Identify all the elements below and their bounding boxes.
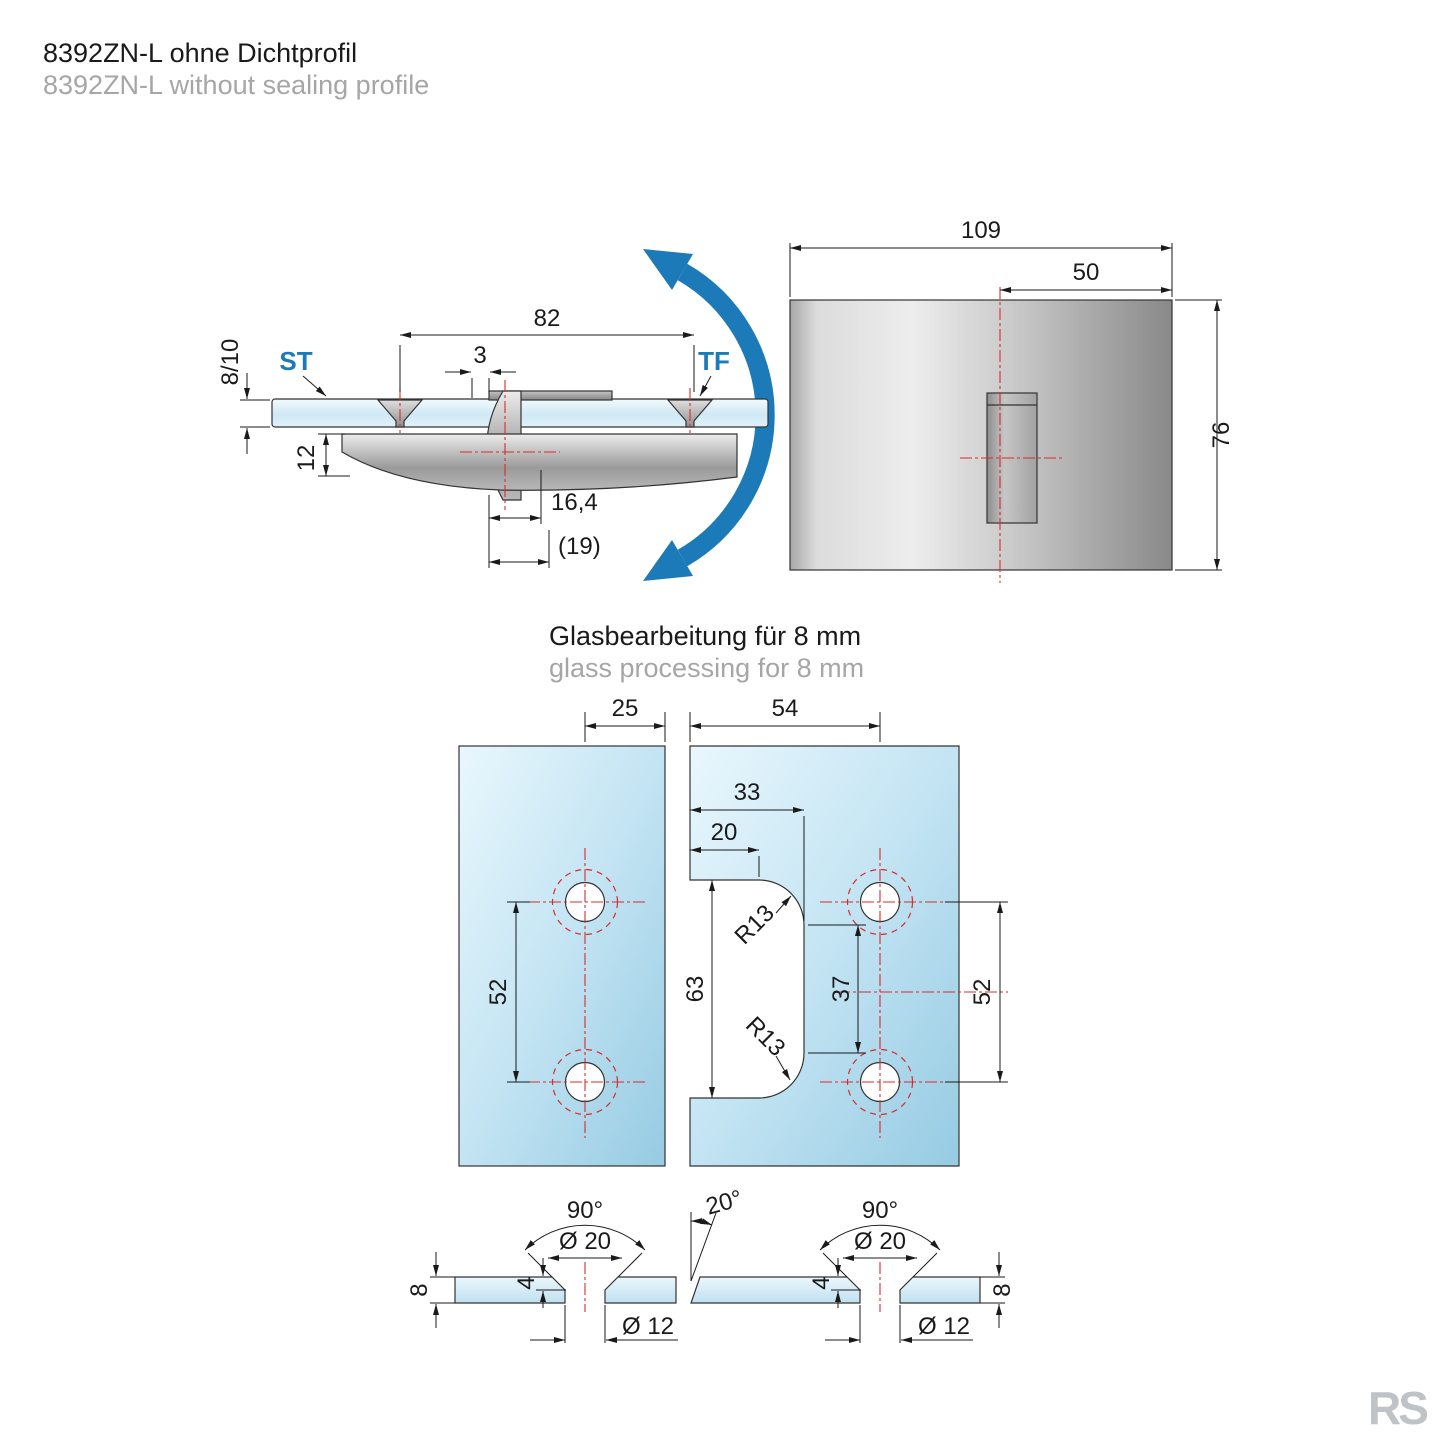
dimension-33: 33 <box>690 779 805 921</box>
angle-90-left-label: 90° <box>567 1197 603 1224</box>
section-title-de: Glasbearbeitung für 8 mm <box>549 621 861 651</box>
dimension-3: 3 <box>445 342 516 398</box>
side-view: 82 3 ST TF 8/10 12 <box>217 249 775 581</box>
dimension-37: 37 <box>808 924 866 1054</box>
glass-processing-title: Glasbearbeitung für 8 mm glass processin… <box>549 621 864 683</box>
dimension-63: 63 <box>682 880 715 1098</box>
dim-33-label: 33 <box>734 779 761 806</box>
dimension-19: (19) <box>489 530 601 568</box>
thickness-8-left-label: 8 <box>406 1283 433 1296</box>
glass-strip-left-b <box>604 1276 677 1304</box>
dimension-76: 76 <box>1175 299 1235 571</box>
r13-bottom-label: R13 <box>740 1012 790 1062</box>
rotation-arrow-head-top <box>643 249 693 290</box>
dim-37-label: 37 <box>828 976 855 1003</box>
dimension-20: 20 <box>690 819 760 877</box>
radius-top: R13 <box>730 895 792 950</box>
label-tf: TF <box>698 346 730 376</box>
dia-12-left: Ø 12 <box>530 1305 678 1343</box>
st-leader <box>302 375 327 397</box>
dimension-82: 82 <box>399 305 695 392</box>
glass-panel-left <box>458 745 666 1167</box>
hinge-plate-side <box>341 433 738 491</box>
dim-16-4-label: 16,4 <box>551 489 598 516</box>
dia-12-right: Ø 12 <box>825 1305 973 1343</box>
depth-4-right: 4 <box>808 1258 861 1308</box>
angle-20-label: 20° <box>703 1185 745 1220</box>
glass-processing-drawing: 25 54 33 20 52 63 <box>458 695 1008 1167</box>
radius-bottom: R13 <box>740 1012 791 1081</box>
dim-12-label: 12 <box>293 445 320 472</box>
label-st: ST <box>279 346 312 376</box>
dim-52-right-label: 52 <box>969 979 996 1006</box>
angle-90-right-label: 90° <box>862 1197 898 1224</box>
dia-12-left-label: Ø 12 <box>622 1313 674 1340</box>
section-title-en: glass processing for 8 mm <box>549 653 864 683</box>
glass-panel-right <box>689 745 960 1167</box>
rs-logo: RS <box>1368 1382 1427 1434</box>
dim-20-label: 20 <box>711 819 738 846</box>
glass-strip-right-b <box>899 1276 981 1304</box>
dimension-25: 25 <box>584 695 666 742</box>
glass-strip-right-a <box>690 1276 861 1304</box>
dimension-50: 50 <box>1000 259 1172 293</box>
thickness-8-right: 8 <box>980 1252 1016 1328</box>
hinge-top-plate <box>488 390 613 401</box>
page-title-de: 8392ZN-L ohne Dichtprofil <box>43 38 357 68</box>
thickness-8-right-label: 8 <box>989 1283 1016 1296</box>
dimension-52-left: 52 <box>485 901 530 1083</box>
angle-90-right: 90° Ø 20 <box>819 1197 941 1278</box>
depth-4-left: 4 <box>513 1258 566 1308</box>
dim-50-label: 50 <box>1073 259 1100 286</box>
front-view: 109 50 76 <box>789 217 1235 583</box>
dimension-12: 12 <box>293 433 350 477</box>
dia-20-left-label: Ø 20 <box>559 1228 611 1255</box>
glass-strip-left-a <box>454 1276 566 1304</box>
page-title-en: 8392ZN-L without sealing profile <box>43 70 429 100</box>
dimension-109: 109 <box>789 217 1173 297</box>
dim-76-label: 76 <box>1208 422 1235 449</box>
dim-3-label: 3 <box>473 342 486 369</box>
dimension-54: 54 <box>689 695 881 742</box>
dim-8-10-label: 8/10 <box>217 339 244 386</box>
dim-52-left-label: 52 <box>485 979 512 1006</box>
dia-12-right-label: Ø 12 <box>918 1313 970 1340</box>
header: 8392ZN-L ohne Dichtprofil 8392ZN-L witho… <box>43 38 429 100</box>
depth-4-left-label: 4 <box>513 1276 540 1289</box>
dimension-16-4: 16,4 <box>488 470 598 568</box>
dimension-52-right: 52 <box>945 901 1008 1083</box>
dim-19-label: (19) <box>558 533 601 560</box>
dia-20-right-label: Ø 20 <box>854 1228 906 1255</box>
thickness-8-left: 8 <box>406 1252 455 1328</box>
rotation-arrow-head-bottom <box>643 540 693 581</box>
hinge-plate-front <box>789 299 1173 571</box>
dim-63-label: 63 <box>682 976 709 1003</box>
r13-top-label: R13 <box>730 900 780 950</box>
dim-109-label: 109 <box>961 217 1001 244</box>
depth-4-right-label: 4 <box>808 1276 835 1289</box>
angle-20-middle: 20° <box>690 1185 745 1282</box>
dim-54-label: 54 <box>772 695 799 722</box>
cross-sections: 90° Ø 20 4 8 Ø 12 <box>406 1185 1016 1343</box>
dim-82-label: 82 <box>534 305 561 332</box>
dim-25-label: 25 <box>612 695 639 722</box>
tf-leader <box>699 375 712 397</box>
dimension-8-10: 8/10 <box>217 339 270 454</box>
